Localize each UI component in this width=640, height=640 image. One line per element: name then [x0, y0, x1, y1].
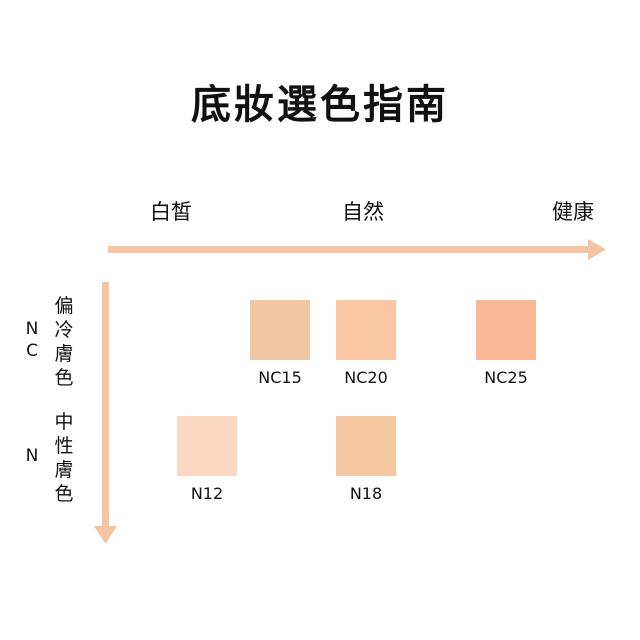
swatch-label-nc15: NC15: [258, 368, 302, 387]
row-code-n: N: [25, 446, 39, 466]
row-tone-cool: 偏冷膚色: [54, 295, 74, 389]
swatch-nc15: [250, 300, 310, 360]
swatch-label-nc20: NC20: [344, 368, 388, 387]
swatch-n18: [336, 416, 396, 476]
page-title: 底妝選色指南: [191, 82, 449, 128]
swatch-label-n12: N12: [190, 484, 224, 503]
swatch-label-n18: N18: [349, 484, 383, 503]
x-axis-label-fair: 白皙: [150, 200, 192, 224]
horizontal-axis-arrow: [108, 239, 606, 260]
row-tone-neutral: 中性膚色: [54, 411, 74, 505]
swatch-label-nc25: NC25: [484, 368, 528, 387]
swatch-nc25: [476, 300, 536, 360]
x-axis-label-natural: 自然: [342, 200, 384, 224]
x-axis-label-healthy: 健康: [552, 200, 594, 224]
swatch-nc20: [336, 300, 396, 360]
swatch-n12: [177, 416, 237, 476]
vertical-axis-arrow: [94, 282, 117, 544]
